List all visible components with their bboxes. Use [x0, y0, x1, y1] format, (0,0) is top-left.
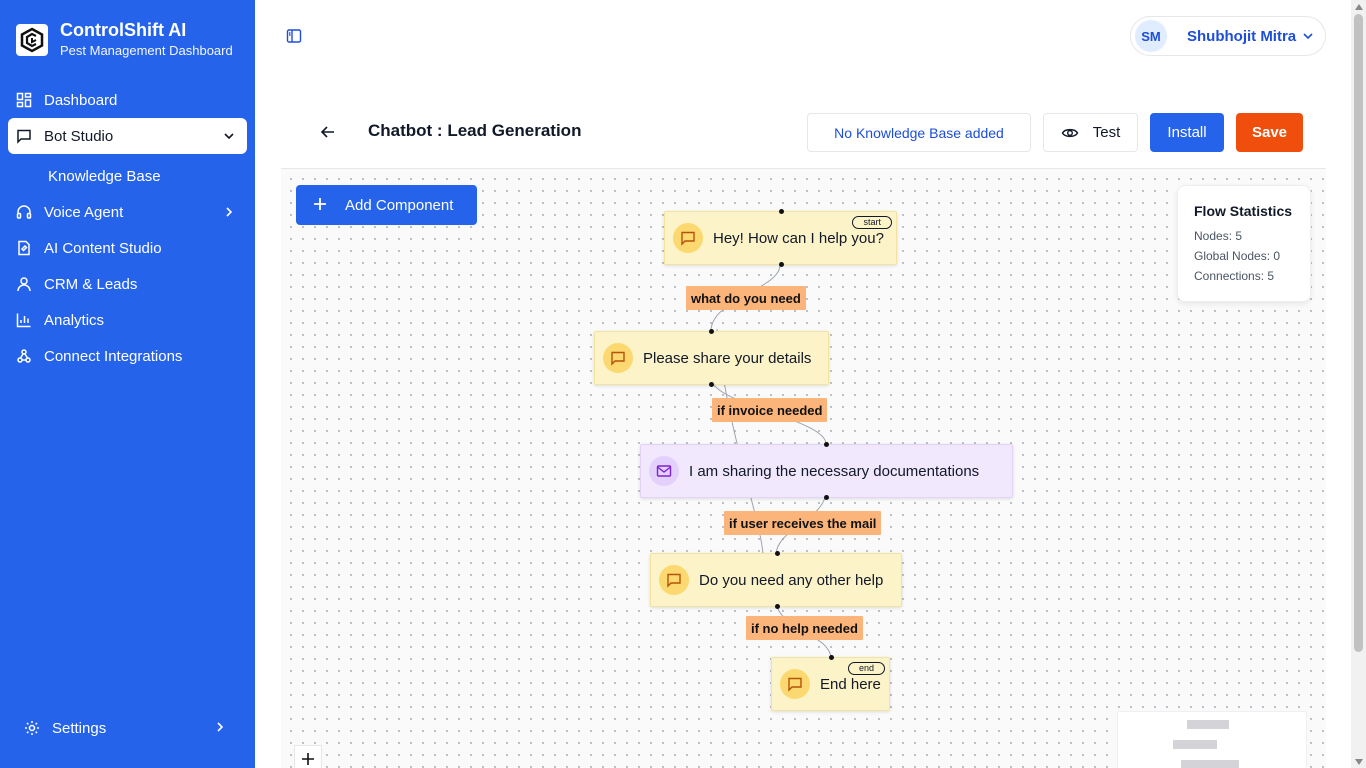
user-menu[interactable]: SM Shubhojit Mitra: [1130, 16, 1326, 56]
chevron-down-icon[interactable]: [221, 128, 237, 144]
node-handle-top[interactable]: [775, 551, 780, 556]
scroll-down-icon[interactable]: [1354, 757, 1363, 766]
node-handle-top[interactable]: [709, 329, 714, 334]
flow-node[interactable]: Please share your details: [594, 329, 829, 387]
headphones-icon: [16, 204, 32, 220]
user-icon: [16, 276, 32, 292]
sidebar-item-label: CRM & Leads: [44, 275, 138, 293]
message-icon: [780, 669, 810, 699]
sidebar-item-dashboard[interactable]: Dashboard: [8, 82, 247, 118]
scrollbar-thumb[interactable]: [1354, 14, 1363, 652]
document-icon: [16, 240, 32, 256]
stats-global-nodes: Global Nodes: 0: [1194, 249, 1281, 263]
flow-node-end[interactable]: End here end: [771, 655, 890, 711]
sidebar-item-voice-agent[interactable]: Voice Agent: [8, 194, 247, 230]
node-handle-top[interactable]: [779, 209, 784, 214]
node-text: Hey! How can I help you?: [713, 229, 884, 247]
node-text: Please share your details: [643, 349, 812, 367]
edge-label[interactable]: what do you need: [686, 286, 806, 310]
flow-canvas[interactable]: Add Component Hey! How can I help you? s…: [281, 168, 1326, 768]
sidebar-toggle-icon[interactable]: [284, 26, 304, 46]
minimap-node: [1173, 740, 1217, 749]
sidebar-item-label: Voice Agent: [44, 203, 124, 221]
stats-nodes: Nodes: 5: [1194, 229, 1243, 243]
minimap-node: [1181, 760, 1239, 768]
brand-logo-icon: [16, 23, 48, 56]
zoom-in-button[interactable]: [294, 745, 322, 768]
scroll-up-icon[interactable]: [1354, 2, 1363, 11]
sidebar-item-label: Connect Integrations: [44, 347, 183, 365]
stats-connections: Connections: 5: [1194, 269, 1275, 283]
node-handle-top[interactable]: [824, 442, 829, 447]
chat-icon: [16, 128, 32, 144]
edge-label[interactable]: if user receives the mail: [724, 511, 882, 535]
sidebar-item-knowledge-base[interactable]: Knowledge Base: [8, 158, 247, 194]
sidebar-item-ai-content-studio[interactable]: AI Content Studio: [8, 230, 247, 266]
flow-node[interactable]: Do you need any other help: [650, 551, 902, 609]
node-handle-bottom[interactable]: [779, 262, 784, 267]
sidebar-item-label: Analytics: [44, 311, 105, 329]
page-scrollbar[interactable]: [1351, 0, 1366, 768]
add-component-button[interactable]: Add Component: [296, 185, 477, 225]
sidebar-item-crm-leads[interactable]: CRM & Leads: [8, 266, 247, 302]
plus-icon: [313, 197, 329, 213]
mail-icon: [649, 456, 679, 486]
flow-node-start[interactable]: Hey! How can I help you? start: [664, 209, 897, 267]
plus-icon: [302, 753, 314, 765]
node-handle-top[interactable]: [829, 655, 834, 660]
node-handle-bottom[interactable]: [709, 382, 714, 387]
sidebar-item-connect-integrations[interactable]: Connect Integrations: [8, 338, 247, 374]
flow-node-email[interactable]: I am sharing the necessary documentation…: [640, 442, 1013, 500]
bar-chart-icon: [16, 312, 32, 328]
node-handle-bottom[interactable]: [824, 495, 829, 500]
save-button[interactable]: Save: [1236, 113, 1303, 152]
chevron-right-icon: [213, 720, 229, 736]
brand[interactable]: ControlShift AI Pest Management Dashboar…: [16, 20, 233, 59]
chevron-right-icon[interactable]: [221, 204, 237, 220]
test-button[interactable]: Test: [1043, 113, 1138, 152]
sidebar: ControlShift AI Pest Management Dashboar…: [0, 0, 255, 768]
sidebar-nav: Dashboard Bot Studio Knowledge Base Voic…: [8, 82, 247, 374]
edge-label[interactable]: if invoice needed: [712, 398, 828, 422]
node-text: End here: [820, 675, 881, 693]
message-icon: [673, 223, 703, 253]
message-icon: [659, 565, 689, 595]
test-label: Test: [1092, 124, 1121, 141]
edge-label[interactable]: if no help needed: [746, 616, 863, 640]
grid-icon: [16, 92, 32, 108]
page-title: Chatbot : Lead Generation: [368, 121, 582, 140]
node-text: Do you need any other help: [699, 571, 884, 589]
minimap[interactable]: [1117, 711, 1307, 768]
sidebar-item-label: Knowledge Base: [48, 167, 161, 185]
user-name: Shubhojit Mitra: [1187, 27, 1297, 45]
sidebar-item-label: Bot Studio: [44, 127, 114, 145]
sidebar-item-label: AI Content Studio: [44, 239, 162, 257]
webhook-icon: [16, 348, 32, 364]
gear-icon: [24, 720, 40, 736]
sidebar-item-bot-studio[interactable]: Bot Studio: [8, 118, 247, 154]
node-text: I am sharing the necessary documentation…: [689, 462, 980, 480]
node-handle-bottom[interactable]: [775, 604, 780, 609]
stats-title: Flow Statistics: [1194, 203, 1293, 219]
settings-label: Settings: [52, 719, 107, 737]
install-button[interactable]: Install: [1150, 113, 1224, 152]
start-badge: start: [852, 216, 892, 229]
end-badge: end: [847, 662, 885, 675]
message-icon: [603, 343, 633, 373]
eye-icon: [1061, 124, 1079, 142]
back-arrow-icon[interactable]: [318, 122, 338, 142]
add-component-label: Add Component: [345, 196, 454, 214]
brand-subtitle: Pest Management Dashboard: [60, 43, 233, 58]
avatar: SM: [1135, 20, 1167, 52]
knowledge-base-button[interactable]: No Knowledge Base added: [807, 113, 1031, 152]
flow-statistics-panel: Flow Statistics Nodes: 5 Global Nodes: 0…: [1177, 185, 1311, 302]
sidebar-item-label: Dashboard: [44, 91, 118, 109]
brand-title: ControlShift AI: [60, 20, 187, 40]
sidebar-item-settings[interactable]: Settings: [16, 710, 239, 746]
chevron-down-icon: [1301, 29, 1317, 45]
sidebar-item-analytics[interactable]: Analytics: [8, 302, 247, 338]
minimap-node: [1187, 720, 1229, 729]
